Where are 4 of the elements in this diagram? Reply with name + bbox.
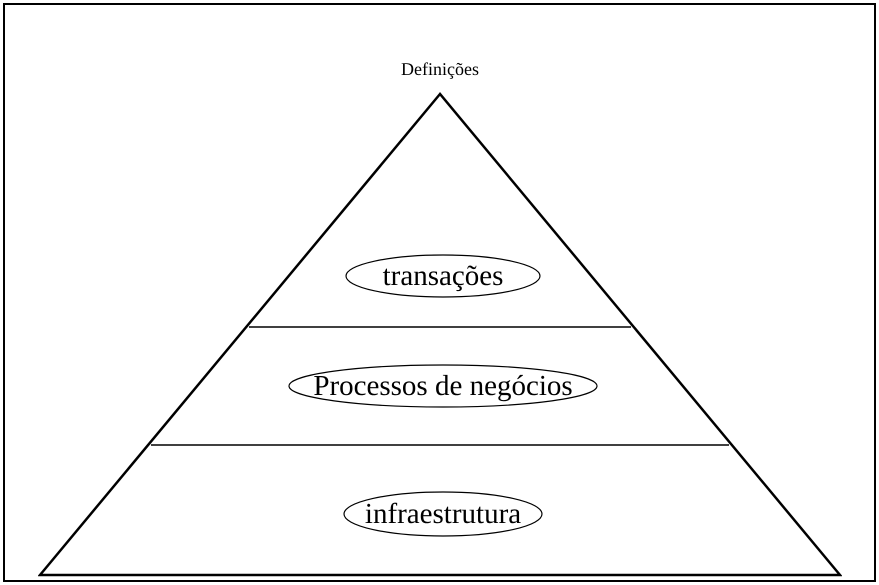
ellipse-label: Processos de negócios bbox=[288, 364, 598, 408]
ellipse-label: infraestrutura bbox=[343, 491, 543, 537]
ellipse-label: transações bbox=[345, 254, 541, 298]
pyramid-heading: Definições bbox=[400, 58, 480, 80]
